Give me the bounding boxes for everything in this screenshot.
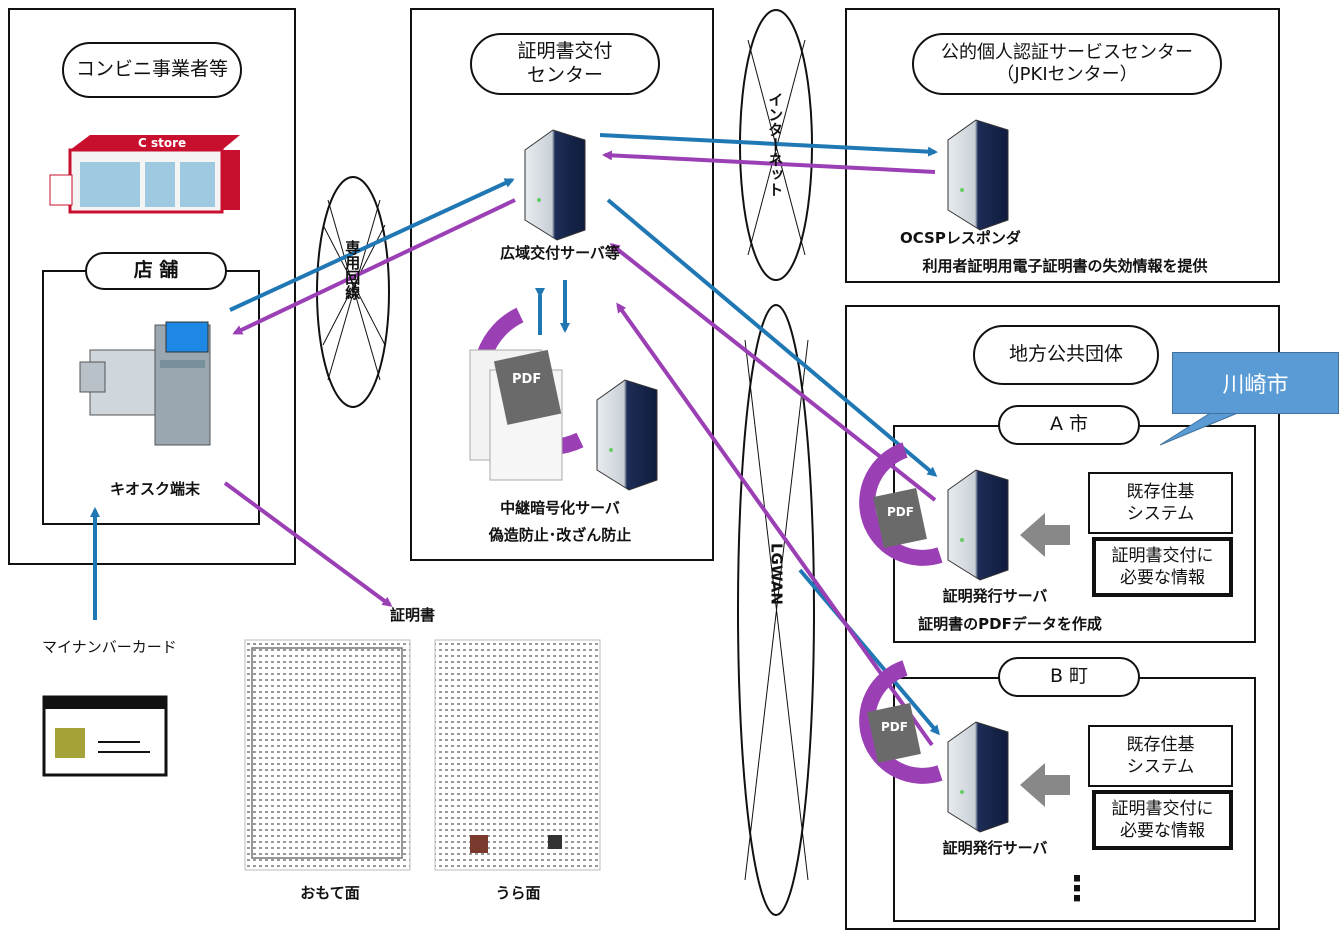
existing-system-b: 既存住基 システム <box>1088 725 1233 787</box>
jpki-desc: 利用者証明用電子証明書の失効情報を提供 <box>922 257 1208 275</box>
store-building-icon <box>49 135 240 214</box>
town-b-label: B 町 <box>998 657 1140 697</box>
lgwan-oval <box>737 304 815 916</box>
jpki-title: 公的個人認証サービスセンター （JPKIセンター） <box>912 33 1222 95</box>
kiosk-terminal-icon <box>79 321 211 446</box>
purple-arrows <box>223 150 937 747</box>
pdf-label-b: PDF <box>881 720 908 734</box>
municipality-title: 地方公共団体 <box>973 325 1159 385</box>
certificate-label: 証明書 <box>390 606 436 624</box>
relay-server-label: 中継暗号化サーバ <box>500 499 620 517</box>
card-label: マイナンバーカード <box>42 638 177 656</box>
blue-arrows <box>90 133 940 736</box>
ocsp-label: OCSPレスポンダ <box>900 229 1021 247</box>
dedicated-line-label: 専用回線 <box>343 240 362 300</box>
certificate-back-label: うら面 <box>495 884 541 902</box>
pdf-label-a: PDF <box>887 505 914 519</box>
certificate-center-title: 証明書交付 センター <box>470 33 660 95</box>
pdf-desc-label: 証明書のPDFデータを作成 <box>918 615 1102 633</box>
ellipsis: ⋮ <box>1060 869 1094 909</box>
issue-server-label-b: 証明発行サーバ <box>942 839 1048 857</box>
certificate-images <box>244 639 601 871</box>
gray-arrows <box>1020 513 1070 807</box>
relay-desc-label: 偽造防止･改ざん防止 <box>488 526 632 544</box>
certificate-front-label: おもて面 <box>300 884 360 902</box>
existing-system-a: 既存住基 システム <box>1088 472 1233 534</box>
city-a-label: A 市 <box>998 405 1140 445</box>
kawasaki-callout: 川崎市 <box>1172 352 1339 414</box>
store-label: 店 舗 <box>85 252 227 290</box>
my-number-card-icon <box>42 695 168 777</box>
convenience-title: コンビニ事業者等 <box>62 42 242 98</box>
store-sign: C store <box>138 136 187 150</box>
server-icons <box>524 119 1009 833</box>
wide-server-label: 広域交付サーバ等 <box>500 244 620 262</box>
required-info-b: 証明書交付に 必要な情報 <box>1092 790 1233 850</box>
pdf-documents <box>469 349 927 764</box>
pdf-label: PDF <box>512 372 542 387</box>
required-info-a: 証明書交付に 必要な情報 <box>1092 537 1233 597</box>
internet-label: インターネット <box>766 92 785 197</box>
issue-server-label-a: 証明発行サーバ <box>942 587 1048 605</box>
kiosk-label: キオスク端末 <box>109 480 200 498</box>
lgwan-label: LGWAN <box>767 543 786 605</box>
